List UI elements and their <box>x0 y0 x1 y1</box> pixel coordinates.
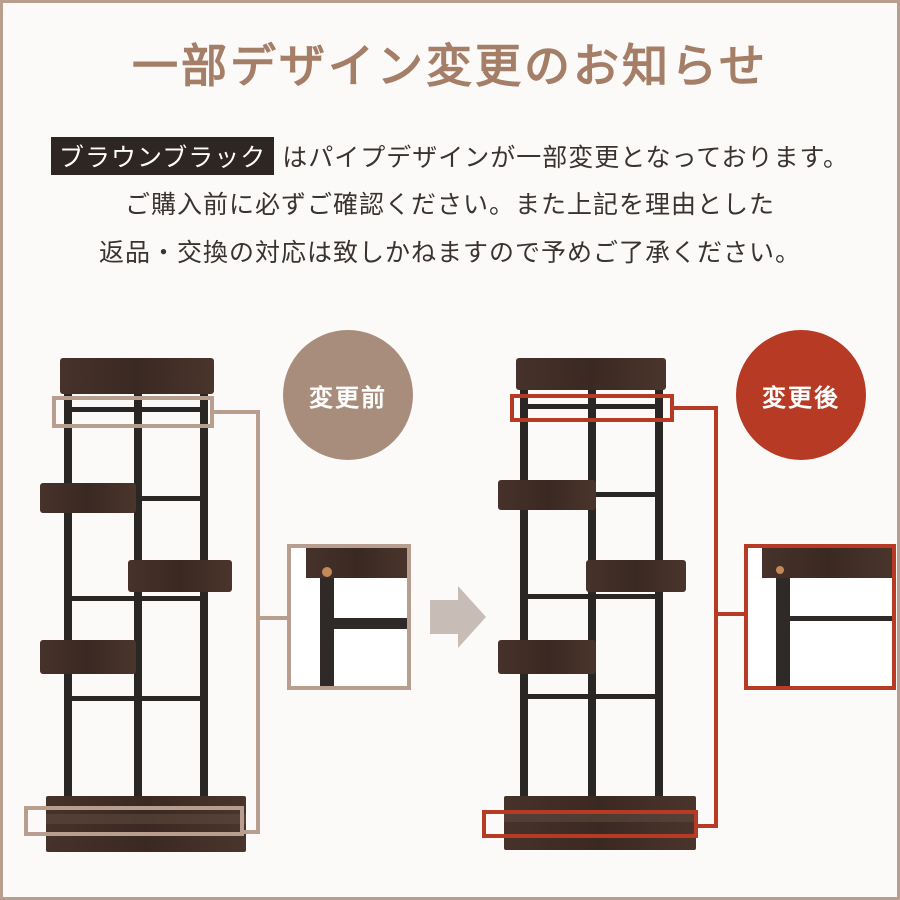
rack-before <box>40 358 246 852</box>
rack-after <box>498 358 696 850</box>
changed-pipe-before <box>64 407 208 412</box>
notice-line-2: ご購入前に必ずご確認ください。また上記を理由とした <box>124 190 775 219</box>
notice-line-1: ブラウンブラックはパイプデザインが一部変更となっております。 <box>0 137 900 175</box>
arrow-right-icon <box>430 586 486 648</box>
detail-zoom-before <box>287 544 411 690</box>
page-title: 一部デザイン変更のお知らせ <box>131 39 769 93</box>
highlight-box-bottom-before <box>24 806 244 836</box>
changed-pipe-after <box>520 404 663 409</box>
top-shelf-before <box>60 358 214 394</box>
color-tag: ブラウンブラック <box>50 137 275 175</box>
badge-after: 変更後 <box>736 330 866 460</box>
badge-before: 変更前 <box>283 330 413 460</box>
notice-line-3: 返品・交換の対応は致しかねますので予めご了承ください。 <box>98 238 801 267</box>
notice-line-1-text: はパイプデザインが一部変更となっております。 <box>282 143 850 172</box>
top-shelf-after <box>516 358 666 390</box>
detail-zoom-after <box>744 544 896 690</box>
